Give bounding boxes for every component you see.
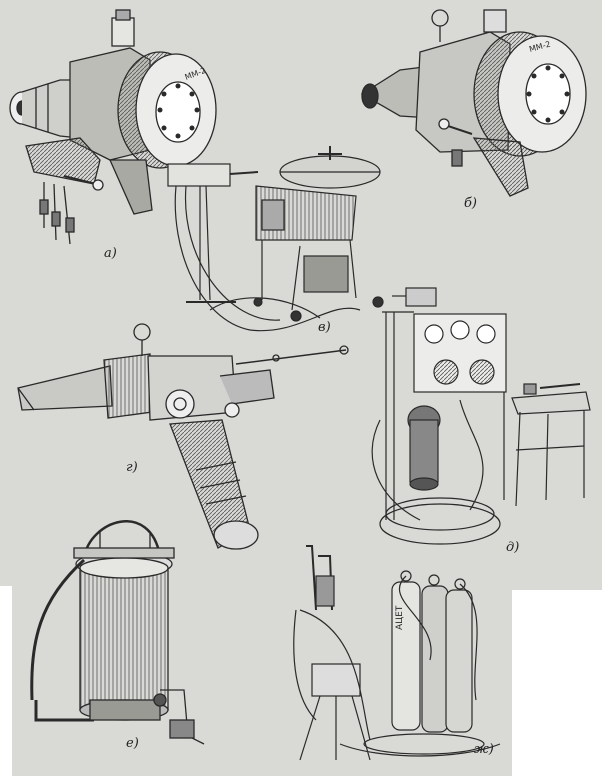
- caption-d: д): [506, 540, 520, 555]
- installation-d-drawing: [371, 287, 591, 545]
- tank-e-drawing: [30, 520, 205, 745]
- scan-margin-right: [512, 590, 602, 776]
- metallizer-a-drawing: [9, 9, 217, 245]
- metallizer-b-drawing: [360, 9, 587, 197]
- scan-margin-left: [0, 586, 12, 776]
- cylinder-marking: АЦЕТ: [395, 605, 405, 630]
- caption-zh: ж): [474, 742, 494, 757]
- caption-g: г): [126, 460, 138, 475]
- caption-e: е): [126, 736, 139, 751]
- spray-gun-g-drawing: [17, 323, 349, 550]
- caption-b: б): [464, 196, 478, 211]
- caption-a: а): [104, 246, 117, 261]
- installation-v-drawing: [167, 146, 384, 332]
- cylinders-zh-drawing: [293, 545, 501, 761]
- caption-v: в): [318, 320, 331, 335]
